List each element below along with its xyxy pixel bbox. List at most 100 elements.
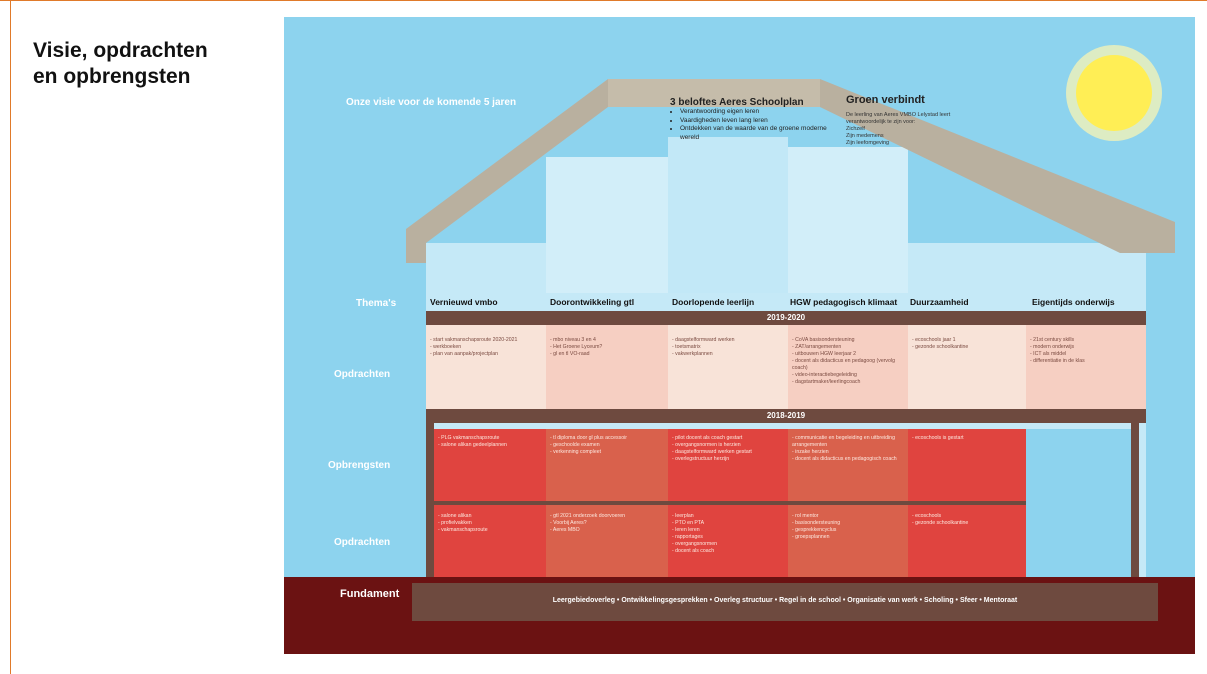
list-item: salone alikan gedeelplannen [438,442,542,449]
roof [406,79,1175,263]
row-label-fundament: Fundament [340,588,400,600]
cell-opdrachten-2018-1: salone alikanprofielvakkenvakmanschapsro… [438,513,542,534]
list-item: plan van aanpak/projectplan [430,351,542,358]
list-item: video-interactiebegeleiding [792,372,904,379]
frame-left-border [10,0,11,674]
list-item: 21st century skills [1030,337,1142,344]
column-header: Eigentijds onderwijs [1032,297,1115,307]
groen-block: Groen verbindt De leerling van Aeres VMB… [846,94,956,147]
list-item: docent als didacticus en pedagoog (vervo… [792,358,904,372]
list-item: toetsmatrix [672,344,784,351]
list-item: docent als didacticus en pedagogisch coa… [792,456,904,463]
cell-opbrengsten-2018-2: tl diploma door gl plus accessoirgeschoo… [550,435,664,456]
list-item: geschoolde examen [550,442,664,449]
list-item: leren leren [672,527,784,534]
list-item: ZAT/arrangementen [792,344,904,351]
list-item: CoVA basisondersteuning [792,337,904,344]
promise-item: Vaardigheden leven lang leren [680,117,830,126]
list-item: ecoschools jaar 1 [912,337,1022,344]
list-item: ecoschools [912,513,1022,520]
list-item: gesprekkencyclus [792,527,904,534]
house-poster: Onze visie voor de komende 5 jaren 3 bel… [284,17,1195,654]
list-item: uitbouwen HGW leerjaar 2 [792,351,904,358]
frame-left-post [426,409,434,581]
cell-opdrachten-2019-3: daagstelformward werkentoetsmatrixvakwer… [672,337,784,358]
list-item: dagstartmaker/leerlingcoach [792,379,904,386]
groen-item: Zichzelf [846,126,865,132]
cell-opdrachten-2018-3: leerplanPTO en PTAleren lerenrapportages… [672,513,784,555]
promises-block: 3 beloftes Aeres Schoolplan Verantwoordi… [670,97,830,142]
row-label-opbrengsten: Opbrengsten [328,460,391,471]
column-light-3 [668,137,788,297]
column-light-4 [788,147,908,297]
list-item: Het Groene Lyceum? [550,344,664,351]
column-header: HGW pedagogisch klimaat [790,297,898,307]
list-item: ICT als middel [1030,351,1142,358]
promise-item: Verantwoording eigen leren [680,108,830,117]
list-item: werkboeken [430,344,542,351]
cell-opdrachten-2018-5: ecoschoolsgezonde schoolkantine [912,513,1022,527]
column-header: Doorontwikkeling gtl [550,297,635,307]
year-bar-bottom [426,409,1146,423]
fundament-bar [412,583,1158,621]
cell-opdrachten-2018-2: gtl 2021 onderzoek doorvoerenVoorbij Aer… [550,513,664,534]
cell-opdrachten-2019-5: ecoschools jaar 1gezonde schoolkantine [912,337,1022,351]
groen-title: Groen verbindt [846,94,925,106]
list-item: tl diploma door gl plus accessoir [550,435,664,442]
list-item: PTO en PTA [672,520,784,527]
cell-opdrachten-2019-1: start vakmanschapsroute 2020-2021werkboe… [430,337,542,358]
list-item: inzake herzien [792,449,904,456]
year-bar-top [426,311,1146,325]
frame-right-post [1131,423,1139,579]
list-item: gezonde schoolkantine [912,344,1022,351]
list-item: gl en tl VO-raad [550,351,664,358]
groen-item: Zijn medemens [846,133,884,139]
vision-label: Onze visie voor de komende 5 jaren [346,97,517,108]
list-item: basisondersteuning [792,520,904,527]
list-item: start vakmanschapsroute 2020-2021 [430,337,542,344]
cell-opbrengsten-2018-4: communicatie en begeleiding en uitbreidi… [792,435,904,463]
cell-opdrachten-2019-2: mbo niveau 3 en 4Het Groene Lyceum?gl en… [550,337,664,358]
list-item: overgangsnormen is herzien [672,442,784,449]
themas-band [426,293,1146,311]
cell-opdrachten-2019-6: 21st century skillsmodern onderwijsICT a… [1030,337,1142,365]
row-label-opdrachten-top: Opdrachten [334,369,391,380]
year-label-bottom: 2018-2019 [766,411,806,420]
list-item: leerplan [672,513,784,520]
list-item: Voorbij Aeres? [550,520,664,527]
list-item: communicatie en begeleiding en uitbreidi… [792,435,904,449]
column-light-2 [546,157,668,297]
cell-opdrachten-2019-4: CoVA basisondersteuningZAT/arrangementen… [792,337,904,386]
fundament-items: Leergebiedoverleg • Ontwikkelingsgesprek… [552,597,1018,604]
list-item: rapportages [672,534,784,541]
groen-item: Zijn leefomgeving [846,140,890,146]
column-header: Doorlopende leerlijn [672,297,755,307]
cell-opbrengsten-2018-1: PLG vakmanschapsroutesalone alikan gedee… [438,435,542,449]
list-item: profielvakken [438,520,542,527]
frame-top-border [0,0,1207,1]
list-item: vakmanschapsroute [438,527,542,534]
list-item: differentiatie in de klas [1030,358,1142,365]
promises-list: Verantwoording eigen leren Vaardigheden … [670,108,830,142]
list-item: daagstelformward werken [672,337,784,344]
list-item: daagstelformward werken gestart [672,449,784,456]
list-item: PLG vakmanschapsroute [438,435,542,442]
list-item: overlegstructuur herzijn [672,456,784,463]
divider-bar [434,501,1026,505]
list-item: ecoschools is gestart [912,435,1022,442]
promise-item: Ontdekken van de waarde van de groene mo… [680,125,830,142]
list-item: gezonde schoolkantine [912,520,1022,527]
list-item: Aeres MBO [550,527,664,534]
promises-title: 3 beloftes Aeres Schoolplan [670,97,804,108]
list-item: mbo niveau 3 en 4 [550,337,664,344]
roof-ridge [608,79,820,107]
slide-title: Visie, opdrachten en opbrengsten [33,39,208,88]
sun-icon [1076,55,1152,131]
list-item: docent als coach [672,548,784,555]
list-item: modern onderwijs [1030,344,1142,351]
blue-window [1026,429,1131,579]
list-item: pilot docent als coach gestart [672,435,784,442]
list-item: rol mentor [792,513,904,520]
groen-intro: De leerling van Aeres VMBO Lelystad leer… [846,112,951,125]
cell-opdrachten-2018-4: rol mentorbasisondersteuninggesprekkency… [792,513,904,541]
